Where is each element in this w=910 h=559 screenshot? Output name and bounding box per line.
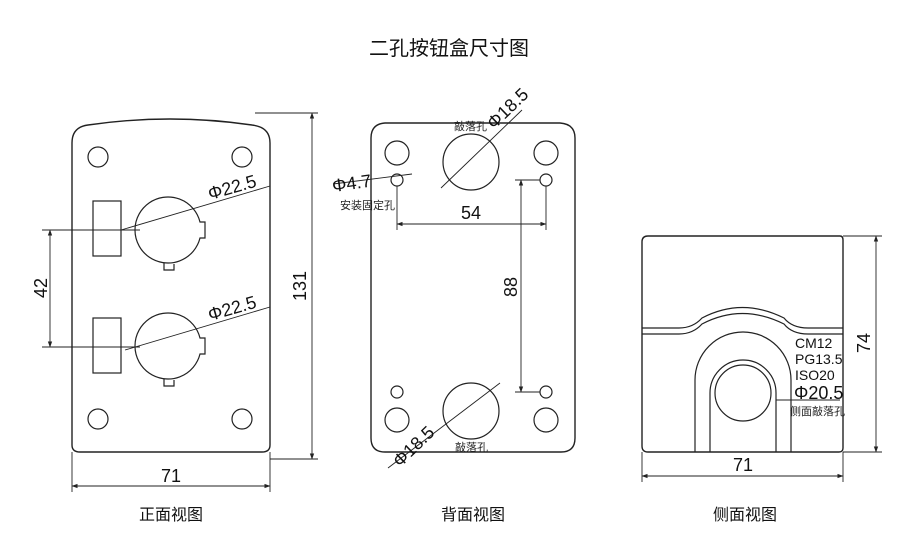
side-dim-width: 71 (733, 455, 753, 475)
front-button-hole-bottom (134, 312, 206, 380)
front-key-notch-top (163, 263, 175, 271)
front-label-slot-bottom (92, 317, 122, 374)
side-hole-dia: Φ20.5 (794, 383, 843, 403)
back-corner-hole-br (533, 407, 559, 433)
front-key-notch-bottom (163, 379, 175, 387)
back-view-caption: 背面视图 (441, 505, 505, 524)
side-thread-3: ISO20 (795, 367, 835, 383)
back-view: 敲落孔 Φ18.5 敲落孔 Φ18.5 Φ4.7 安装固定孔 54 88 背面视… (331, 84, 576, 524)
back-corner-hole-tr (533, 140, 559, 166)
back-mount-hole-dia: Φ4.7 (331, 171, 373, 196)
back-dia-leader-top (440, 109, 523, 189)
front-corner-hole-tl (87, 146, 109, 168)
back-knockout-bottom (442, 382, 500, 440)
back-view-outline (370, 122, 576, 453)
diagram-title: 二孔按钮盒尺寸图 (369, 36, 529, 60)
side-view-outline (641, 235, 844, 453)
back-knockout-label-top: 敲落孔 (454, 119, 487, 133)
back-knockout-top (442, 133, 500, 191)
back-mount-dia-leader (332, 173, 413, 185)
front-view-caption: 正面视图 (139, 505, 203, 524)
front-view: Φ22.5 Φ22.5 42 131 71 正面视图 (31, 112, 318, 524)
front-dim-width: 71 (161, 466, 181, 486)
back-knockout-label-bottom: 敲落孔 (455, 440, 488, 454)
front-view-outline (71, 118, 271, 453)
back-dia-leader-bottom (387, 382, 501, 469)
back-dim-hole-width: 54 (461, 203, 481, 223)
back-dim-hole-height: 88 (501, 277, 521, 297)
front-dim-height: 131 (290, 271, 310, 301)
front-corner-hole-bl (87, 408, 109, 430)
front-corner-hole-tr (231, 146, 253, 168)
side-view-caption: 侧面视图 (713, 505, 777, 524)
back-corner-hole-bl (384, 407, 410, 433)
back-mount-hole-bl (390, 385, 404, 399)
side-knockout-boss (694, 331, 792, 452)
back-knockout-dia-top: Φ18.5 (483, 84, 532, 133)
front-dim-spacing: 42 (31, 278, 51, 298)
side-knockout-inner (709, 359, 777, 452)
front-dia-leader-top (120, 185, 271, 231)
side-thread-2: PG13.5 (795, 351, 843, 367)
front-hole-dia-bottom: Φ22.5 (206, 292, 259, 325)
front-label-slot-top (92, 200, 122, 257)
back-knockout-dia-bottom: Φ18.5 (389, 422, 438, 471)
side-dim-height: 74 (854, 333, 874, 353)
back-mount-hole-br (539, 385, 553, 399)
front-hole-dia-top: Φ22.5 (206, 171, 259, 204)
back-corner-hole-tl (384, 140, 410, 166)
front-dia-leader-bottom (124, 306, 271, 351)
side-knockout-label: 侧面敲落孔 (790, 404, 845, 418)
side-view: CM12 PG13.5 ISO20 Φ20.5 侧面敲落孔 74 71 侧面视图 (641, 235, 882, 524)
side-knockout-hole (714, 364, 772, 422)
side-lid-seam (642, 306, 843, 329)
front-corner-hole-br (231, 408, 253, 430)
back-mount-hole-tr (539, 173, 553, 187)
back-mount-hole-label: 安装固定孔 (340, 198, 395, 212)
front-button-hole-top (134, 196, 206, 264)
side-thread-1: CM12 (795, 335, 833, 351)
side-lid-seam-lower (642, 312, 843, 335)
